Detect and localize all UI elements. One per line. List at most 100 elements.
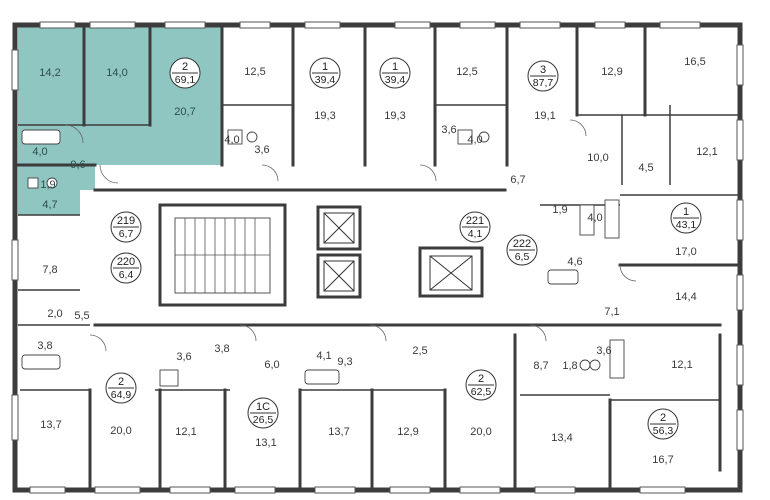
room-area-label: 20,0 [110, 425, 131, 437]
selected-room-area-label: 14,2 [39, 67, 60, 79]
room-area-label: 7,8 [42, 264, 57, 276]
room-area-label: 3,8 [214, 343, 229, 355]
room-area-label: 19,3 [384, 110, 405, 122]
room-area-label: 4,0 [224, 134, 239, 146]
badge-top-text: 1 [392, 61, 398, 73]
badge-top-text: 220 [117, 256, 135, 268]
room-area-label: 3,8 [37, 340, 52, 352]
room-area-label: 3,6 [441, 124, 456, 136]
room-area-label: 16,5 [684, 56, 705, 68]
interior-walls [16, 25, 742, 492]
badge-bottom-text: 43,1 [676, 219, 697, 231]
badge-bottom-text: 6,4 [119, 269, 134, 281]
elevator-icon [429, 255, 473, 291]
room-area-label: 6,0 [264, 359, 279, 371]
badge-top-text: 219 [117, 215, 135, 227]
outer-walls [11, 21, 744, 494]
badge-top-text: 3 [540, 64, 546, 76]
apartment-badge[interactable]: 139,4 [309, 57, 341, 89]
selected-room-area-label: 4,7 [42, 199, 57, 211]
badge-top-text: 221 [466, 215, 484, 227]
room-area-label: 20,0 [470, 426, 491, 438]
selected-room-area-label: 20,7 [174, 106, 195, 118]
selected-room-area-label: 9,6 [70, 159, 85, 171]
apartment-badges: 269,1139,4139,4387,7143,1264,91С26,5262,… [105, 57, 702, 440]
room-area-label: 14,4 [675, 291, 696, 303]
badge-top-text: 1С [256, 401, 270, 413]
room-area-label: 4,1 [316, 350, 331, 362]
room-area-label: 16,7 [652, 454, 673, 466]
room-area-label: 13,7 [328, 426, 349, 438]
selected-room-area-label: 1,9 [40, 179, 55, 191]
room-area-label: 13,4 [551, 432, 572, 444]
selected-room-area-label: 14,0 [106, 67, 127, 79]
badge-bottom-text: 26,5 [253, 414, 274, 426]
room-area-label: 4,6 [567, 256, 582, 268]
badge-top-text: 222 [513, 238, 531, 250]
room-area-label: 4,0 [587, 212, 602, 224]
room-area-label: 8,7 [533, 360, 548, 372]
apartment-badge[interactable]: 264,9 [105, 372, 137, 404]
badge-bottom-text: 56,3 [653, 425, 674, 437]
doors [64, 119, 637, 352]
badge-bottom-text: 6,7 [119, 228, 134, 240]
room-area-label: 19,1 [534, 110, 555, 122]
room-area-label: 12,5 [456, 66, 477, 78]
room-area-label: 5,5 [74, 310, 89, 322]
room-area-label: 4,5 [638, 162, 653, 174]
badge-bottom-text: 69,1 [175, 74, 196, 86]
badge-top-text: 1 [683, 206, 689, 218]
apartment-badge[interactable]: 269,1 [169, 57, 201, 89]
room-area-label: 12,1 [175, 426, 196, 438]
room-area-label: 12,9 [397, 426, 418, 438]
elevator-icon [323, 212, 355, 244]
elevators [323, 212, 473, 292]
room-area-label: 3,6 [176, 351, 191, 363]
apartment-badge[interactable]: 387,7 [527, 60, 559, 92]
room-area-label: 12,5 [244, 66, 265, 78]
room-area-label: 13,7 [40, 419, 61, 431]
room-area-label: 1,9 [552, 204, 567, 216]
badge-bottom-text: 39,4 [315, 74, 336, 86]
room-area-labels: 12,519,34,03,619,312,53,64,019,112,916,5… [37, 56, 717, 466]
badge-bottom-text: 39,4 [385, 74, 406, 86]
apartment-badge[interactable]: 143,1 [670, 202, 702, 234]
badge-bottom-text: 4,1 [468, 228, 483, 240]
elevator-icon [323, 260, 355, 292]
room-area-label: 10,0 [587, 152, 608, 164]
selected-apartment-room-labels: 14,2 14,0 20,7 4,0 9,6 1,9 4,7 [32, 67, 195, 211]
room-area-label: 12,1 [671, 359, 692, 371]
apartment-badge[interactable]: 262,5 [465, 369, 497, 401]
apartment-badge[interactable]: 256,3 [647, 408, 679, 440]
badge-top-text: 1 [322, 61, 328, 73]
room-area-label: 2,0 [47, 308, 62, 320]
room-area-label: 4,0 [467, 134, 482, 146]
room-area-label: 13,1 [255, 437, 276, 449]
room-area-label: 12,9 [601, 66, 622, 78]
selected-room-area-label: 4,0 [32, 146, 47, 158]
badge-bottom-text: 87,7 [533, 77, 554, 89]
room-area-label: 7,1 [604, 306, 619, 318]
badge-bottom-text: 62,5 [471, 386, 492, 398]
room-area-label: 12,1 [696, 146, 717, 158]
room-area-label: 9,3 [337, 356, 352, 368]
badge-top-text: 2 [118, 376, 124, 388]
room-area-label: 17,0 [675, 246, 696, 258]
room-area-label: 3,6 [254, 144, 269, 156]
badge-bottom-text: 64,9 [111, 389, 132, 401]
room-area-label: 3,6 [596, 345, 611, 357]
staircase [174, 217, 271, 294]
apartment-badge[interactable]: 139,4 [379, 57, 411, 89]
room-area-label: 19,3 [314, 110, 335, 122]
bathroom-fixtures [21, 129, 625, 387]
badge-top-text: 2 [182, 61, 188, 73]
badge-top-text: 2 [660, 412, 666, 424]
room-area-label: 1,8 [562, 360, 577, 372]
